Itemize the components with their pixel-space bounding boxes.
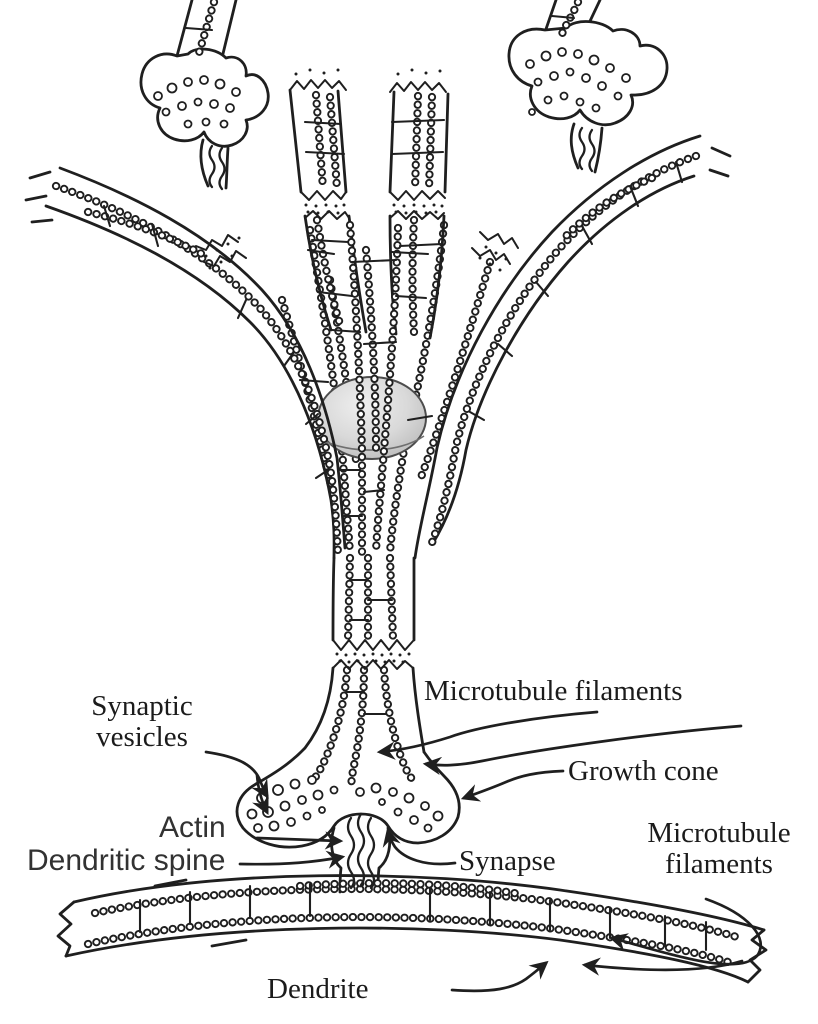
label-line: Synaptic (91, 690, 193, 722)
microtubule-chains-over-organelle (345, 220, 403, 557)
synapse-arrow (382, 827, 457, 866)
microtubule-chains (51, 0, 745, 969)
label-synaptic-vesicles: Synaptic vesicles (73, 690, 211, 754)
synaptic-vesicles-arrow-1 (204, 750, 269, 799)
microtubule-right-arrow-1 (608, 897, 763, 966)
label-actin: Actin (159, 811, 226, 844)
microtubule-top-arrow-1 (376, 710, 599, 760)
microtubule-right-arrow-2 (581, 957, 744, 976)
torn-break-marks (195, 68, 519, 670)
label-line: Microtubule (647, 817, 791, 849)
label-microtubule-filaments-right: Microtubule filaments (628, 817, 810, 881)
dendritic-spine-arrow (238, 850, 346, 869)
label-line: filaments (665, 848, 773, 881)
label-dendrite: Dendrite (267, 973, 369, 1005)
label-microtubule-filaments-top: Microtubule filaments (424, 675, 683, 707)
label-line: vesicles (96, 721, 188, 754)
crosslink-rungs (102, 14, 708, 952)
label-dendritic-spine: Dendritic spine (27, 844, 226, 877)
dendrite-arrow (450, 960, 549, 993)
microtubule-top-arrow-2 (422, 724, 743, 776)
label-synapse: Synapse (459, 845, 556, 877)
actin-arrow (255, 831, 344, 850)
synaptic-vesicles-arrow-2 (252, 773, 269, 815)
label-growth-cone: Growth cone (568, 755, 719, 787)
actin-wavy-filaments (208, 126, 596, 890)
growth-cone-arrow (460, 769, 565, 802)
label-leader-arrows (204, 710, 763, 993)
